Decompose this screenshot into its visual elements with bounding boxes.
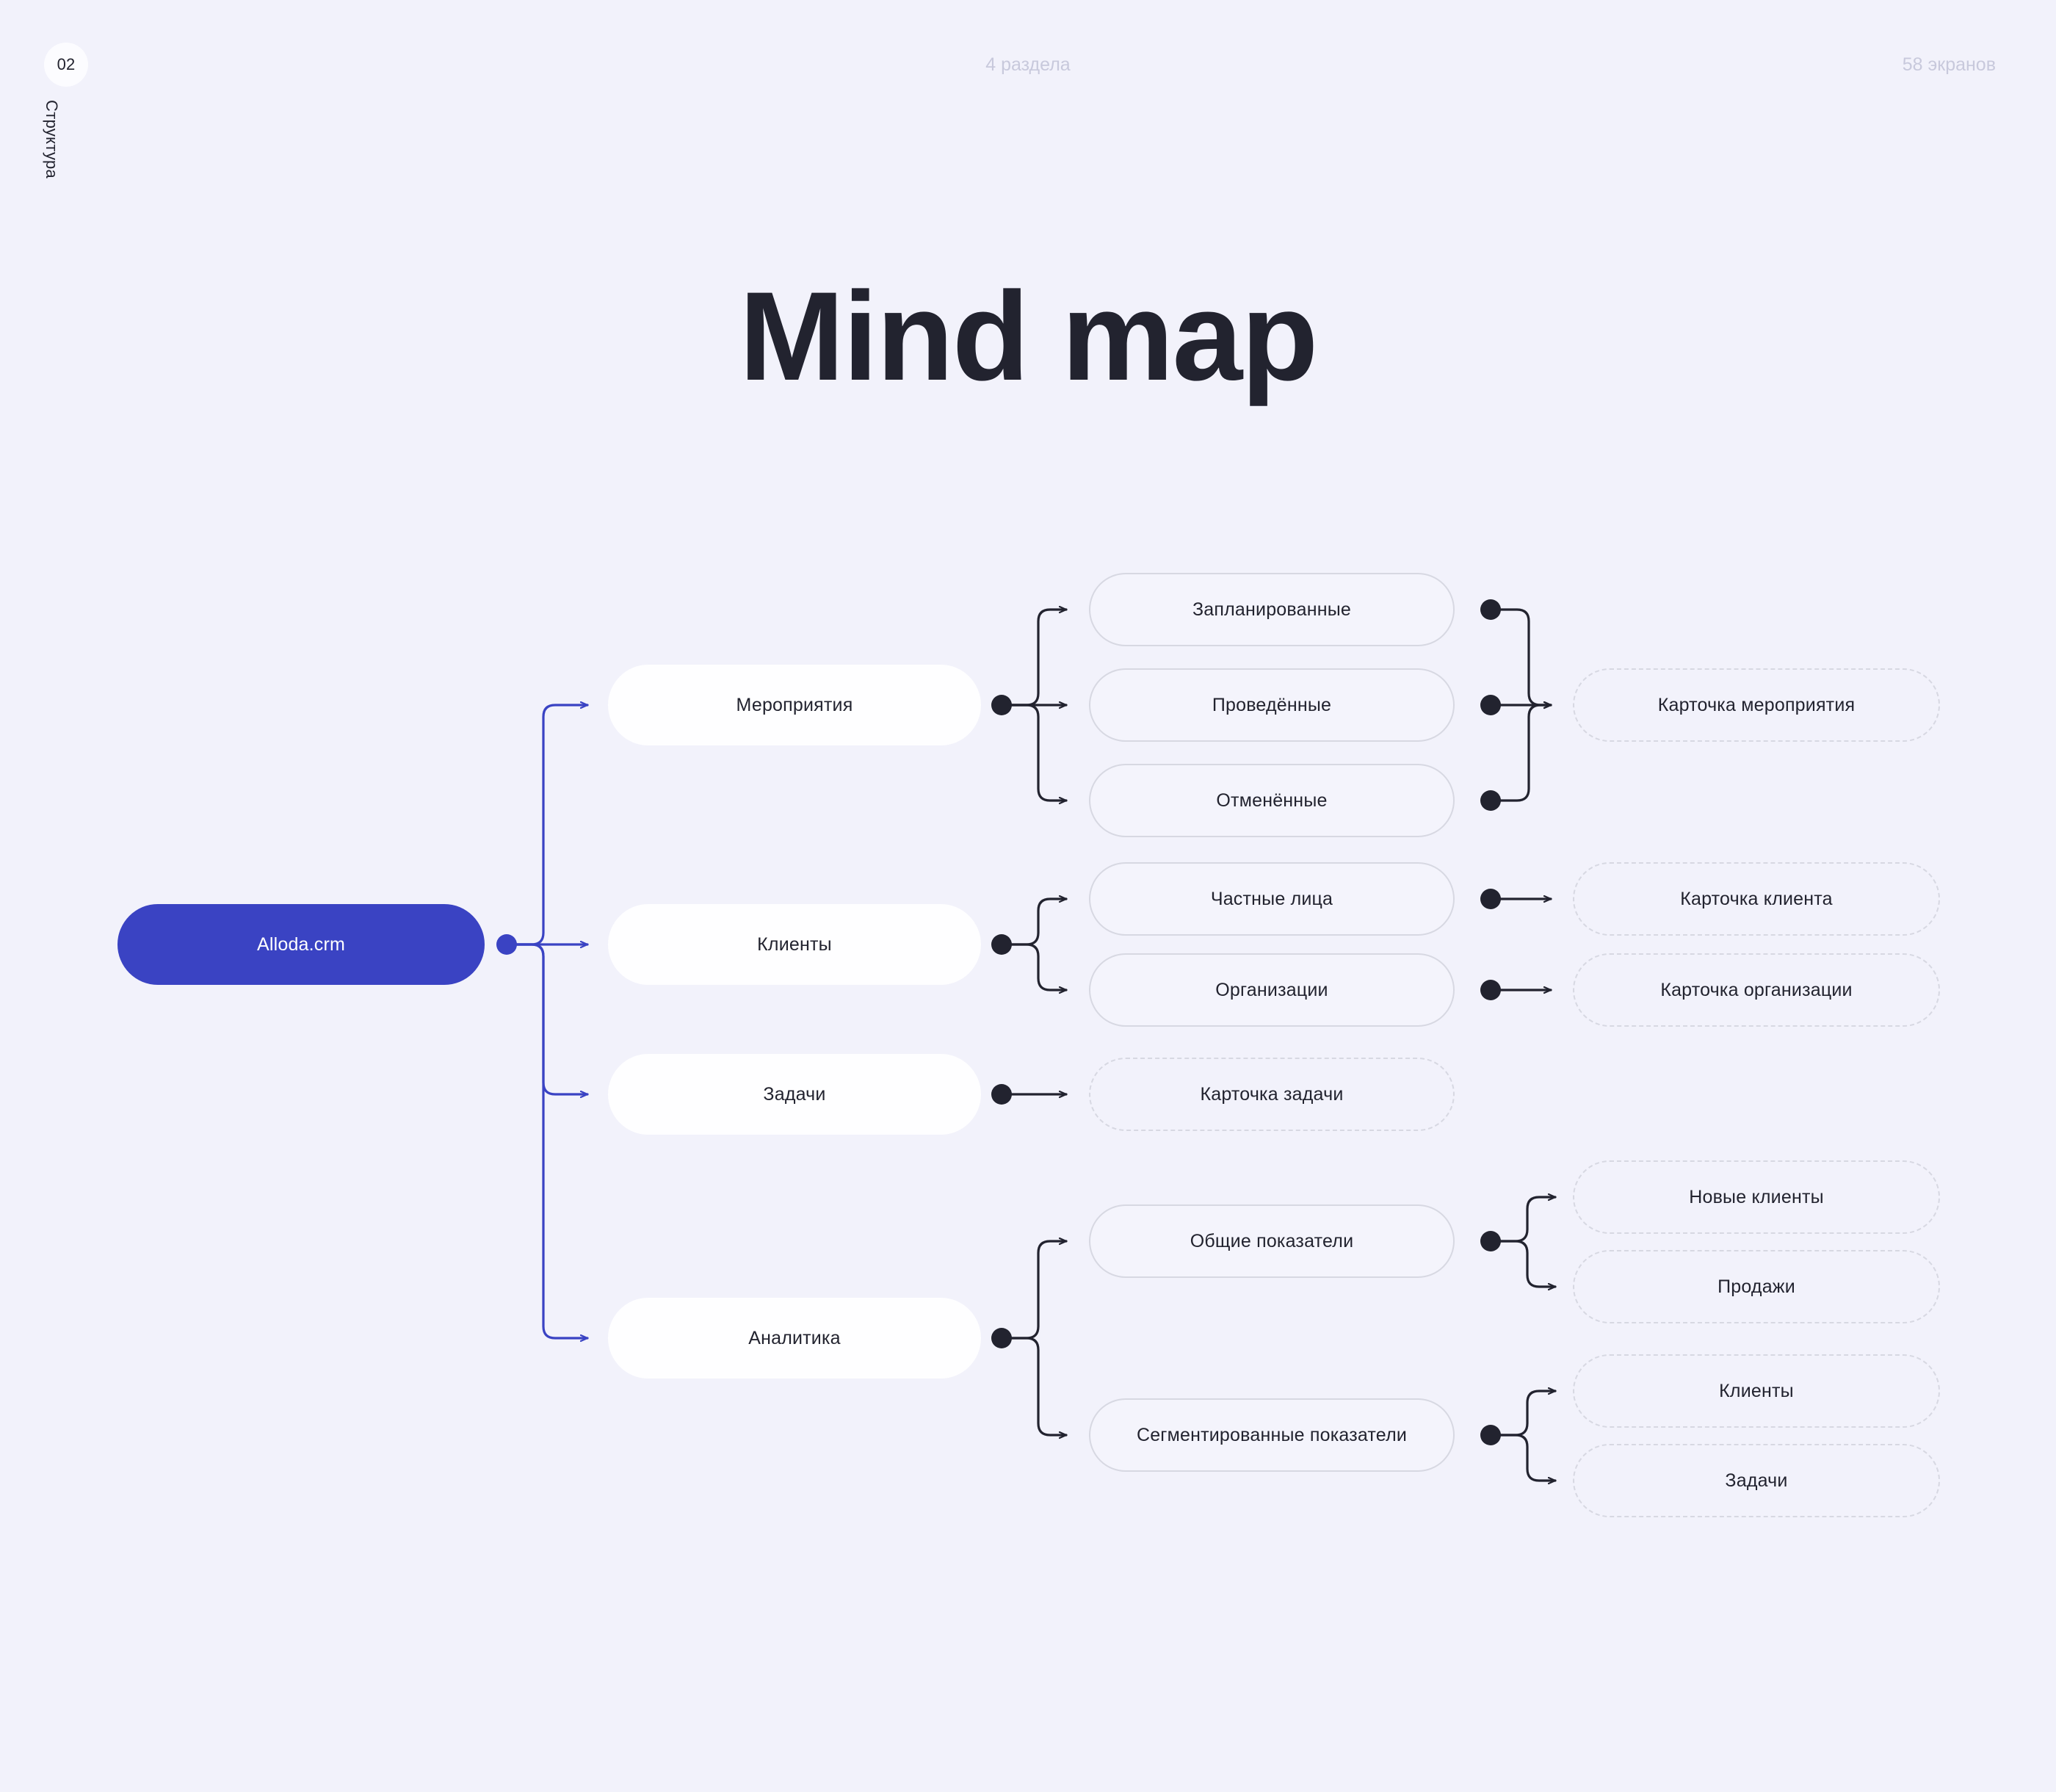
node-otmenennye[interactable]: Отменённые [1089, 764, 1455, 837]
node-meropriyatiya[interactable]: Мероприятия [608, 665, 981, 745]
node-kartochka-meropriyatiya[interactable]: Карточка мероприятия [1573, 668, 1940, 742]
node-klienty[interactable]: Клиенты [608, 904, 981, 985]
node-kartochka-organizacii[interactable]: Карточка организации [1573, 953, 1940, 1027]
node-analytics-klienty[interactable]: Клиенты [1573, 1354, 1940, 1428]
node-prodazhi[interactable]: Продажи [1573, 1250, 1940, 1323]
node-analitika[interactable]: Аналитика [608, 1298, 981, 1379]
node-chastnye-lica[interactable]: Частные лица [1089, 862, 1455, 936]
node-organizacii[interactable]: Организации [1089, 953, 1455, 1027]
node-provedennye[interactable]: Проведённые [1089, 668, 1455, 742]
node-zadachi[interactable]: Задачи [608, 1054, 981, 1135]
node-segmentirovannye-pokazateli[interactable]: Сегментированные показатели [1089, 1398, 1455, 1472]
page-title: Mind map [739, 266, 1319, 407]
node-kartochka-zadachi[interactable]: Карточка задачи [1089, 1058, 1455, 1131]
slide-number-badge: 02 [44, 43, 88, 87]
node-zaplanirovannye[interactable]: Запланированные [1089, 573, 1455, 646]
node-root-alloda-crm[interactable]: Alloda.crm [117, 904, 485, 985]
screens-count-note: 58 экранов [1902, 54, 1996, 75]
node-kartochka-klienta[interactable]: Карточка клиента [1573, 862, 1940, 936]
node-analytics-zadachi[interactable]: Задачи [1573, 1444, 1940, 1517]
node-novye-klienty[interactable]: Новые клиенты [1573, 1160, 1940, 1234]
node-obshchie-pokazateli[interactable]: Общие показатели [1089, 1204, 1455, 1278]
section-label: Структура [43, 100, 61, 179]
sections-count-note: 4 раздела [985, 54, 1071, 75]
